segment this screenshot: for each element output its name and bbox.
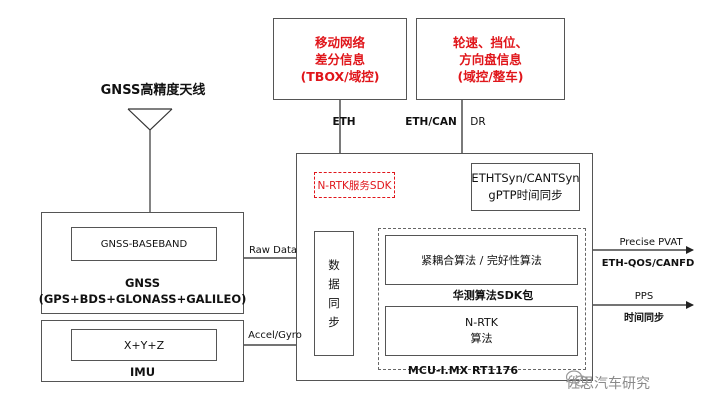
nrtk-service-text: N-RTK服务SDK (317, 179, 392, 192)
gnss-systems: (GPS+BDS+GLONASS+GALILEO) (38, 291, 247, 306)
eth-can-label: ETH/CAN (405, 116, 457, 128)
wheel-info-text: 轮速、挡位、 方向盘信息 (域控/整车) (452, 34, 528, 84)
data-sync-text: 数 据 同 步 (328, 257, 340, 329)
antenna-label: GNSS高精度天线 (100, 82, 206, 98)
eth-label: ETH (332, 116, 356, 128)
accel-gyro-label: Accel/Gyro (248, 329, 302, 341)
timesync-box: ETHTSyn/CANTSyn gPTP时间同步 (471, 163, 580, 211)
nrtk-algorithm-text: N-RTK 算法 (465, 316, 498, 345)
timesync-text: ETHTSyn/CANTSyn gPTP时间同步 (471, 171, 580, 202)
imu-box: X+Y+Z IMU (41, 320, 244, 382)
gnss-baseband-box: GNSS-BASEBAND (71, 227, 217, 261)
gnss-title: GNSS (124, 275, 161, 290)
data-sync-box: 数 据 同 步 (314, 231, 354, 356)
tight-coupling-text: 紧耦合算法 / 完好性算法 (421, 254, 542, 267)
nrtk-algorithm-box: N-RTK 算法 (385, 306, 578, 356)
timesync-output-label: 时间同步 (624, 312, 664, 324)
sdk-package-label: 华测算法SDK包 (452, 289, 534, 302)
sdk-package-area (378, 228, 586, 370)
mcu-label: MCU-I.MX RT1176 (407, 363, 519, 377)
nrtk-service-box: N-RTK服务SDK (314, 172, 395, 198)
imu-axes-text: X+Y+Z (123, 338, 165, 352)
imu-axes-box: X+Y+Z (71, 329, 217, 361)
wechat-icon (566, 370, 588, 387)
tight-coupling-box: 紧耦合算法 / 完好性算法 (385, 235, 578, 285)
raw-data-label: Raw Data (248, 244, 298, 256)
watermark: 佐思汽车研究 (566, 370, 716, 396)
antenna-icon (127, 108, 173, 212)
eth-qos-label: ETH-QOS/CANFD (601, 257, 695, 269)
tbox-box: 移动网络 差分信息 (TBOX/域控) (273, 18, 407, 100)
imu-title: IMU (129, 365, 156, 379)
dr-label: DR (470, 116, 486, 128)
gnss-box: GNSS-BASEBAND GNSS (GPS+BDS+GLONASS+GALI… (38, 212, 247, 314)
wheel-info-box: 轮速、挡位、 方向盘信息 (域控/整车) (416, 18, 565, 100)
gnss-baseband-text: GNSS-BASEBAND (100, 238, 188, 250)
pps-label: PPS (634, 291, 654, 302)
tbox-text: 移动网络 差分信息 (TBOX/域控) (300, 34, 380, 84)
pvat-label: Precise PVAT (619, 237, 683, 248)
